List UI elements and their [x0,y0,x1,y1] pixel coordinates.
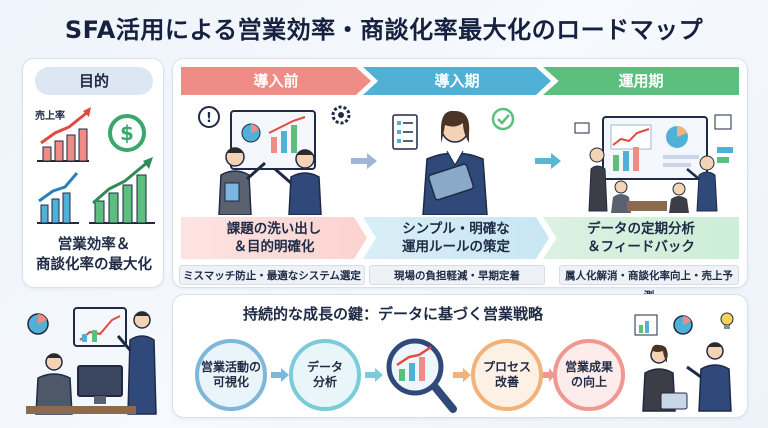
step-sales-results-line1: 営業成果 [564,360,613,374]
growth-charts-illustration: 売上率 $ [35,107,155,224]
phase-desc-before-line1: 課題の洗い出し [226,221,322,237]
growth-key-panel: 持続的な成長の鍵：データに基づく営業戦略 営業活動の 可視化 データ 分析 プロ… [172,294,748,418]
phase-desc-operation: データの定期分析 ＆フィードバック [543,217,739,259]
purpose-panel: 目的 売上率 $ 営業効率＆ 商談化率の最大化 [22,58,164,288]
phase-desc-introduction-line2: 運用ルールの策定 [402,239,510,255]
check-circle-icon [491,107,515,131]
exclamation-icon [198,106,220,128]
purpose-text-line1: 営業効率＆ [57,237,131,253]
team-dashboard-illustration [574,114,733,213]
lightbulb-icon [720,312,734,329]
step-analysis: データ 分析 [289,339,361,411]
magnifier-chart-icon [386,338,457,413]
presentation-board-icon [73,307,127,347]
step-arrow-icon [543,368,555,382]
flow-arrow-icon [535,153,561,169]
page-title: SFA活用による営業効率・商談化率最大化のロードマップ [64,16,704,44]
laptop-icon [660,392,688,410]
phase-desc-before: 課題の洗い出し ＆目的明確化 [181,217,367,259]
office-work-illustration [26,307,157,415]
phase-desc-operation-line1: データの定期分析 [587,221,695,237]
discussion-illustration [634,312,734,412]
purpose-text-line2: 商談化率の最大化 [36,257,152,273]
flow-arrow-icon [351,153,377,169]
svg-text:$: $ [120,121,134,145]
phase-header-introduction: 導入期 [363,67,551,95]
phase-desc-introduction-line1: シンプル・明確な [402,221,510,237]
key-title: 持続的な成長の鍵：データに基づく営業戦略 [242,305,543,323]
dollar-coin-icon [108,114,146,152]
computer-monitor-icon [77,365,123,397]
phase-note-operation: 属人化解消・商談化率向上・売上予測 [559,265,739,302]
phase-note-introduction: 現場の負担軽減・早期定着 [369,265,545,285]
step-arrow-icon [365,368,383,382]
step-visualization-line1: 営業活動の [200,360,261,374]
step-visualization-line2: 可視化 [212,375,249,389]
step-analysis-line1: データ [306,360,343,374]
step-process-improvement-line1: プロセス [482,360,531,374]
phases-panel: 導入前 導入期 運用期 ! [172,58,748,302]
gear-icon [331,105,351,125]
phase-header-before: 導入前 [181,67,371,95]
step-arrow-icon [271,368,289,382]
phase-desc-before-line2: ＆目的明確化 [233,239,315,255]
step-arrow-icon [453,368,471,382]
step-process-improvement-line2: 改善 [494,375,519,389]
svg-text:!: ! [206,111,212,126]
chart-badge-label: 売上率 [35,109,65,122]
phase-desc-introduction: シンプル・明確な 運用ルールの策定 [363,217,549,259]
step-visualization: 営業活動の 可視化 [195,339,267,411]
step-analysis-line2: 分析 [312,375,337,389]
tablet-icon [427,163,475,201]
step-process-improvement: プロセス 改善 [471,339,543,411]
tablet-user-illustration [392,107,515,215]
phase-note-before: ミスマッチ防止・最適なシステム選定 [179,265,365,285]
phase-desc-operation-line2: ＆フィードバック [587,239,695,255]
purpose-text: 営業効率＆ 商談化率の最大化 [23,235,165,275]
purpose-label: 目的 [35,67,153,95]
step-sales-results: 営業成果 の向上 [553,339,625,411]
phase-header-operation: 運用期 [543,67,739,95]
step-sales-results-line2: の向上 [570,375,607,389]
planning-meeting-illustration: ! [198,105,351,215]
